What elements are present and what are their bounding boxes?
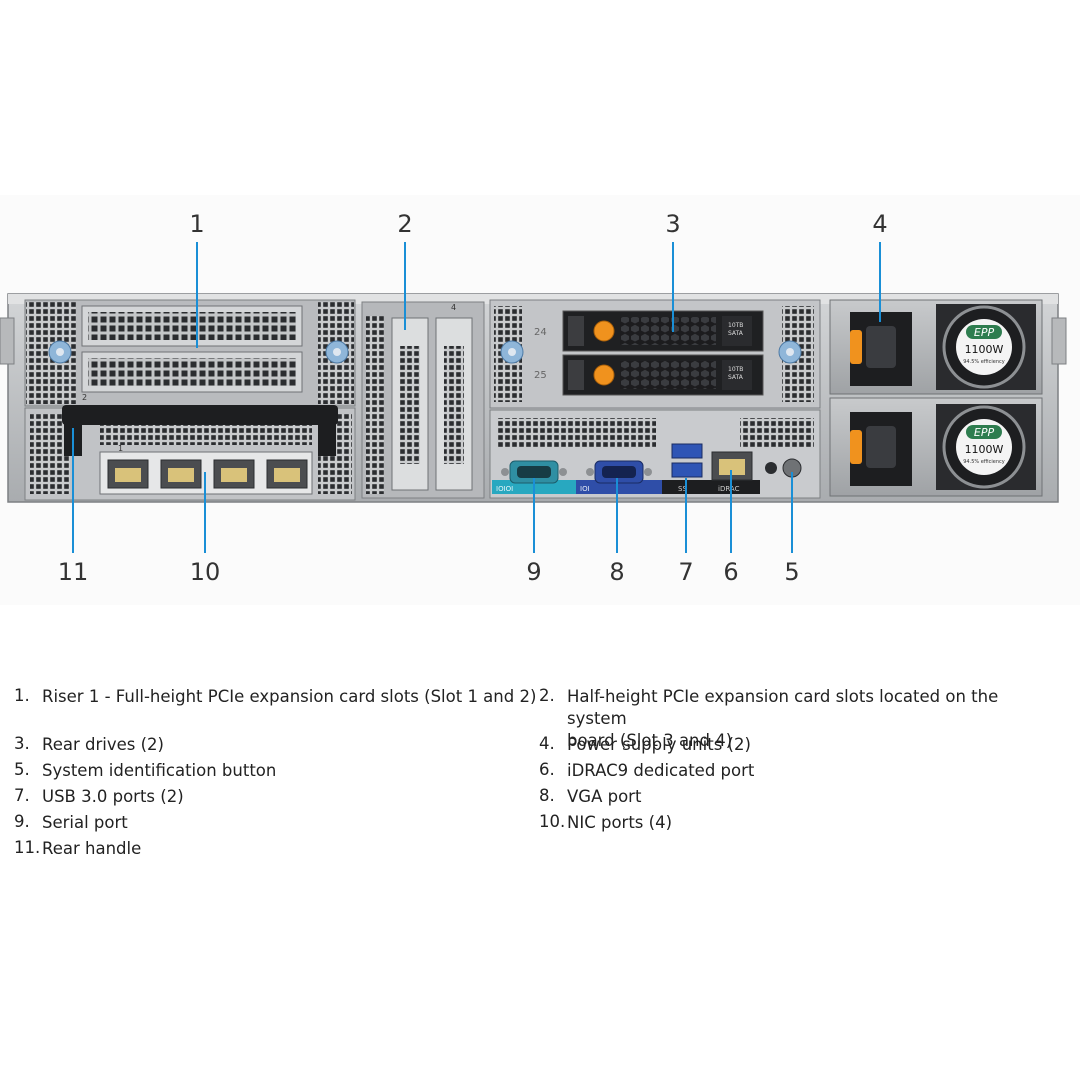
half-height-pcie-slots: 4 <box>361 301 485 499</box>
psu-2: EPP 1100W 94.5% efficiency <box>829 397 1043 497</box>
svg-text:24: 24 <box>534 327 547 338</box>
svg-text:2: 2 <box>82 393 87 402</box>
callout-10: 10 <box>189 558 221 586</box>
svg-text:SATA: SATA <box>728 374 744 381</box>
callout-9: 9 <box>526 558 542 586</box>
svg-text:EPP: EPP <box>974 426 995 439</box>
svg-text:1100W: 1100W <box>965 443 1004 456</box>
legend-text: Rear handle <box>42 839 142 858</box>
callout-3: 3 <box>665 210 681 238</box>
legend-text: Power supply units (2) <box>567 735 751 754</box>
legend-num: 10. <box>539 812 566 831</box>
legend-item-3: 3. Rear drives (2) <box>14 734 164 756</box>
callout-2: 2 <box>397 210 413 238</box>
svg-text:iDRAC: iDRAC <box>718 485 740 493</box>
svg-text:94.5% efficiency: 94.5% efficiency <box>963 459 1005 465</box>
legend-text: Riser 1 - Full-height PCIe expansion car… <box>42 687 537 706</box>
usb-ports <box>671 443 703 478</box>
legend-item-6: 6. iDRAC9 dedicated port <box>539 760 754 782</box>
legend-num: 11. <box>14 838 41 857</box>
legend-item-2: 2. Half-height PCIe expansion card slots… <box>539 686 1059 752</box>
legend-num: 8. <box>539 786 555 805</box>
svg-text:25: 25 <box>534 370 547 381</box>
legend-item-8: 8. VGA port <box>539 786 641 808</box>
legend-num: 1. <box>14 686 30 705</box>
legend-item-5: 5. System identification button <box>14 760 276 782</box>
legend-num: 4. <box>539 734 555 753</box>
psu-1: EPP 1100W 94.5% efficiency <box>829 299 1043 395</box>
legend-num: 6. <box>539 760 555 779</box>
callout-8: 8 <box>609 558 625 586</box>
legend-item-4: 4. Power supply units (2) <box>539 734 751 756</box>
svg-text:SS: SS <box>678 485 687 493</box>
legend-item-1: 1. Riser 1 - Full-height PCIe expansion … <box>14 686 536 708</box>
callout-7: 7 <box>678 558 694 586</box>
svg-text:IOIOI: IOIOI <box>496 485 513 493</box>
svg-text:10TB: 10TB <box>728 366 743 373</box>
legend-num: 2. <box>539 686 555 705</box>
legend-text: Serial port <box>42 813 128 832</box>
legend-text-line-2: board (Slot 3 and 4) <box>567 731 733 750</box>
legend-text-line-1: Half-height PCIe expansion card slots lo… <box>567 687 999 728</box>
legend-text: Half-height PCIe expansion card slots lo… <box>567 686 1059 752</box>
legend-text: Rear drives (2) <box>42 735 164 754</box>
rear-drive-cage: 24 25 10TB SATA 10TB SATA <box>489 299 821 409</box>
legend-text: System identification button <box>42 761 277 780</box>
callout-5: 5 <box>784 558 800 586</box>
legend-num: 9. <box>14 812 30 831</box>
legend-num: 3. <box>14 734 30 753</box>
legend-text: iDRAC9 dedicated port <box>567 761 755 780</box>
callout-lines <box>72 242 881 553</box>
svg-text:10TB: 10TB <box>728 322 743 329</box>
svg-text:IOI: IOI <box>580 485 590 493</box>
power-supply-units: EPP 1100W 94.5% efficiency EPP 1100W 94.… <box>829 299 1043 497</box>
riser-1-pcie-slots: 2 <box>24 299 356 407</box>
svg-text:1: 1 <box>118 444 123 453</box>
legend-num: 7. <box>14 786 30 805</box>
legend-text: VGA port <box>567 787 642 806</box>
callout-6: 6 <box>723 558 739 586</box>
lower-left-panel: 1 <box>24 405 356 501</box>
legend-item-11: 11. Rear handle <box>14 838 141 860</box>
io-panel: IOIOI IOI SS iDRAC <box>489 409 821 499</box>
legend-num: 5. <box>14 760 30 779</box>
callout-11: 11 <box>57 558 89 586</box>
legend-item-7: 7. USB 3.0 ports (2) <box>14 786 184 808</box>
legend-item-9: 9. Serial port <box>14 812 128 834</box>
legend-item-10: 10. NIC ports (4) <box>539 812 672 834</box>
svg-text:SATA: SATA <box>728 330 744 337</box>
svg-text:1100W: 1100W <box>965 343 1004 356</box>
callout-4: 4 <box>872 210 888 238</box>
legend-text: USB 3.0 ports (2) <box>42 787 184 806</box>
vga-port <box>586 460 652 484</box>
callout-1: 1 <box>189 210 205 238</box>
svg-text:94.5% efficiency: 94.5% efficiency <box>963 359 1005 365</box>
svg-text:EPP: EPP <box>974 326 995 339</box>
idrac-port <box>711 451 753 481</box>
legend-text: NIC ports (4) <box>567 813 673 832</box>
svg-text:4: 4 <box>451 303 456 312</box>
